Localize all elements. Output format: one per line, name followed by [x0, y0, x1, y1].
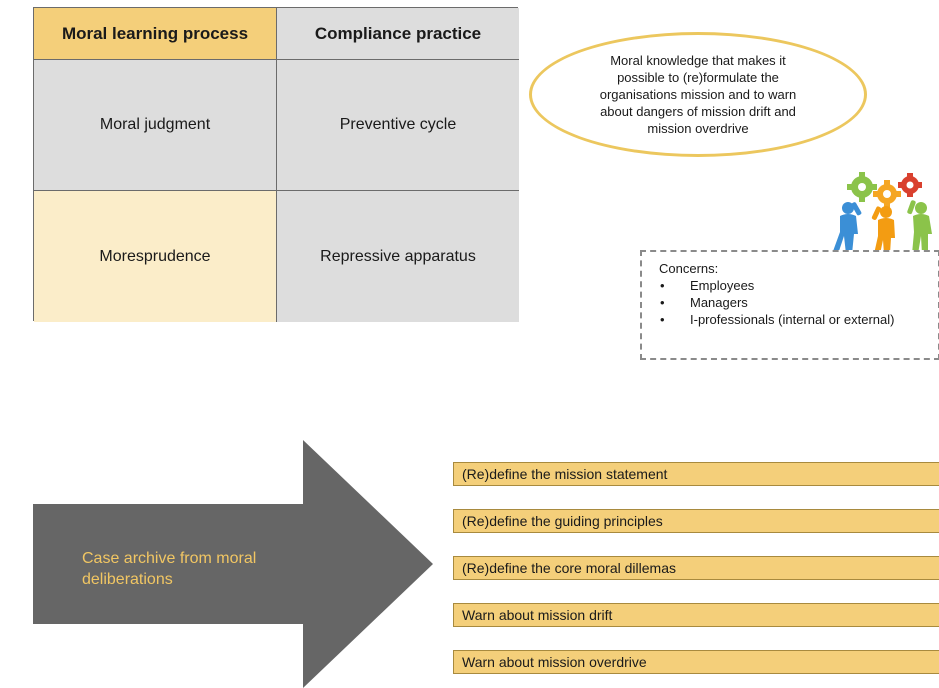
person-blue-icon — [832, 202, 862, 254]
header-moral-learning-process: Moral learning process — [34, 8, 277, 60]
action-bar-mission-statement: (Re)define the mission statement — [453, 462, 939, 486]
action-bar-mission-drift: Warn about mission drift — [453, 603, 939, 627]
action-bar-guiding-principles: (Re)define the guiding principles — [453, 509, 939, 533]
concerns-list: Employees Managers I-professionals (inte… — [659, 277, 938, 328]
gear-red-icon — [898, 173, 922, 197]
cell-preventive-cycle: Preventive cycle — [277, 60, 519, 191]
gear-green-icon — [847, 172, 877, 202]
concern-item-managers: Managers — [659, 294, 938, 311]
header-compliance-practice: Compliance practice — [277, 8, 519, 60]
learning-compliance-table: Moral learning process Compliance practi… — [33, 7, 519, 322]
cell-moresprudence: Moresprudence — [34, 191, 277, 322]
person-orange-icon — [871, 206, 895, 254]
moral-knowledge-ellipse: Moral knowledge that makes it possible t… — [529, 32, 867, 157]
concerns-title: Concerns: — [659, 261, 719, 276]
gear-orange-icon — [873, 180, 901, 208]
action-bar-core-moral-dilemmas: (Re)define the core moral dillemas — [453, 556, 939, 580]
concern-item-i-professionals: I-professionals (internal or external) — [659, 311, 938, 328]
concern-item-employees: Employees — [659, 277, 938, 294]
case-archive-arrow — [33, 440, 433, 688]
cell-repressive-apparatus: Repressive apparatus — [277, 191, 519, 322]
ellipse-text: Moral knowledge that makes it possible t… — [599, 53, 797, 136]
cell-moral-judgment: Moral judgment — [34, 60, 277, 191]
arrow-text: Case archive from moral deliberations — [82, 550, 257, 588]
action-bar-mission-overdrive: Warn about mission overdrive — [453, 650, 939, 674]
people-with-gears-icon — [832, 172, 932, 254]
person-green-icon — [907, 200, 932, 254]
concerns-box: Concerns: Employees Managers I-professio… — [640, 250, 939, 360]
